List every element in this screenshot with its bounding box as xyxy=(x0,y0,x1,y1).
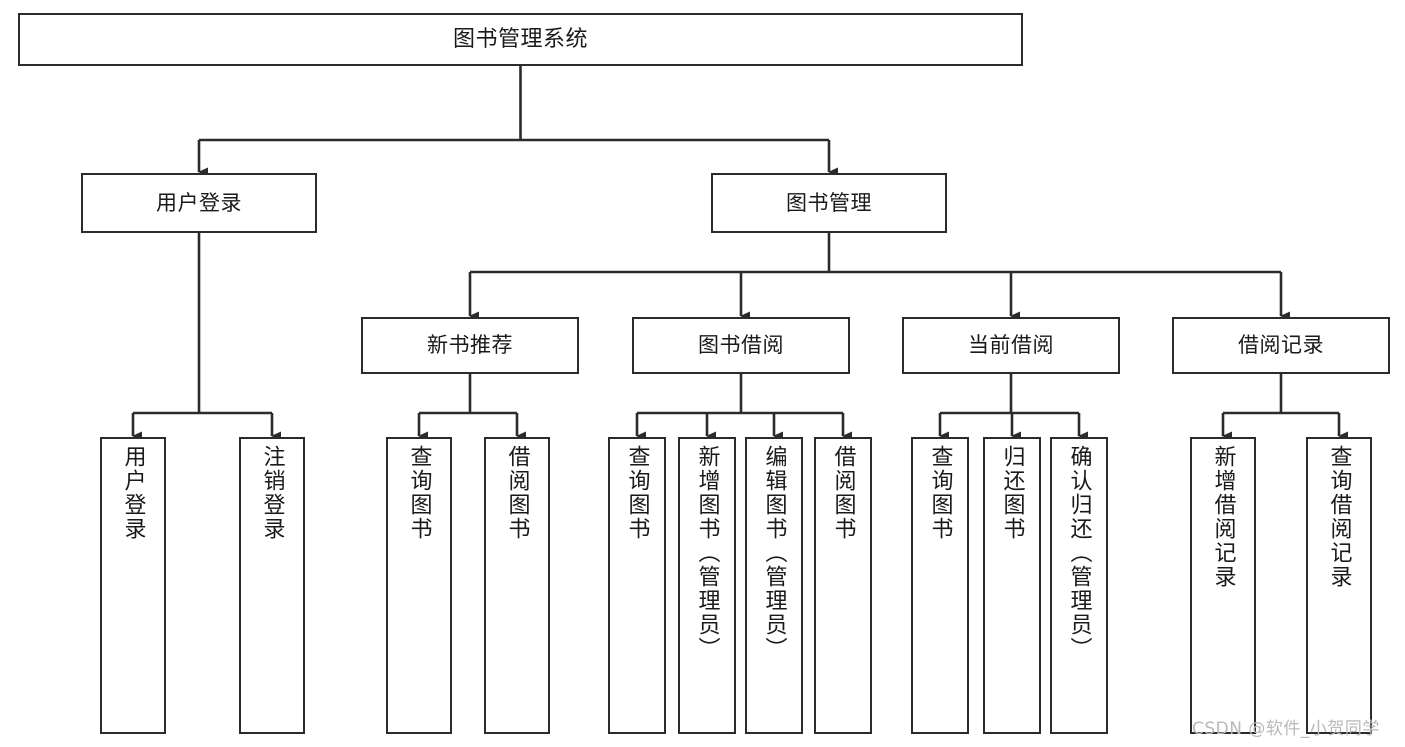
node-l2-current[interactable]: 当前借阅 xyxy=(902,317,1120,374)
node-label: 借阅图书 xyxy=(830,445,856,541)
watermark: CSDN @软件_小贺同学 xyxy=(1192,719,1380,739)
node-l3-d2[interactable]: 归还图书 xyxy=(983,437,1041,734)
node-l1-login[interactable]: 用户登录 xyxy=(81,173,317,233)
node-l3-c3[interactable]: 编辑图书（管理员） xyxy=(745,437,803,734)
node-label: 查询图书 xyxy=(624,445,650,541)
node-label: 用户登录 xyxy=(120,445,146,541)
node-l3-d3[interactable]: 确认归还（管理员） xyxy=(1050,437,1108,734)
node-l2-record[interactable]: 借阅记录 xyxy=(1172,317,1390,374)
node-label: 借阅记录 xyxy=(1238,333,1324,358)
node-l1-book[interactable]: 图书管理 xyxy=(711,173,947,233)
node-label: 图书借阅 xyxy=(698,333,784,358)
node-l2-new[interactable]: 新书推荐 xyxy=(361,317,579,374)
node-root[interactable]: 图书管理系统 xyxy=(18,13,1023,66)
node-l3-c4[interactable]: 借阅图书 xyxy=(814,437,872,734)
node-label: 借阅图书 xyxy=(504,445,530,541)
node-l3-b2[interactable]: 借阅图书 xyxy=(484,437,550,734)
node-l3-e2[interactable]: 查询借阅记录 xyxy=(1306,437,1372,734)
node-label: 新增图书（管理员） xyxy=(694,445,720,661)
node-l3-e1[interactable]: 新增借阅记录 xyxy=(1190,437,1256,734)
node-l3-b1[interactable]: 查询图书 xyxy=(386,437,452,734)
node-l3-a1[interactable]: 用户登录 xyxy=(100,437,166,734)
node-label: 新书推荐 xyxy=(427,333,513,358)
node-label: 编辑图书（管理员） xyxy=(761,445,787,661)
node-label: 图书管理 xyxy=(786,190,872,215)
node-label: 归还图书 xyxy=(999,445,1025,541)
node-label: 新增借阅记录 xyxy=(1210,445,1236,589)
node-label: 当前借阅 xyxy=(968,333,1054,358)
node-l3-c2[interactable]: 新增图书（管理员） xyxy=(678,437,736,734)
node-label: 注销登录 xyxy=(259,445,285,541)
node-l2-borrow[interactable]: 图书借阅 xyxy=(632,317,850,374)
node-label: 确认归还（管理员） xyxy=(1066,445,1092,661)
node-l3-a2[interactable]: 注销登录 xyxy=(239,437,305,734)
node-label: 查询借阅记录 xyxy=(1326,445,1352,589)
node-label: 用户登录 xyxy=(156,190,242,215)
node-label: 查询图书 xyxy=(406,445,432,541)
node-label: 图书管理系统 xyxy=(452,26,588,52)
node-l3-d1[interactable]: 查询图书 xyxy=(911,437,969,734)
node-label: 查询图书 xyxy=(927,445,953,541)
node-l3-c1[interactable]: 查询图书 xyxy=(608,437,666,734)
